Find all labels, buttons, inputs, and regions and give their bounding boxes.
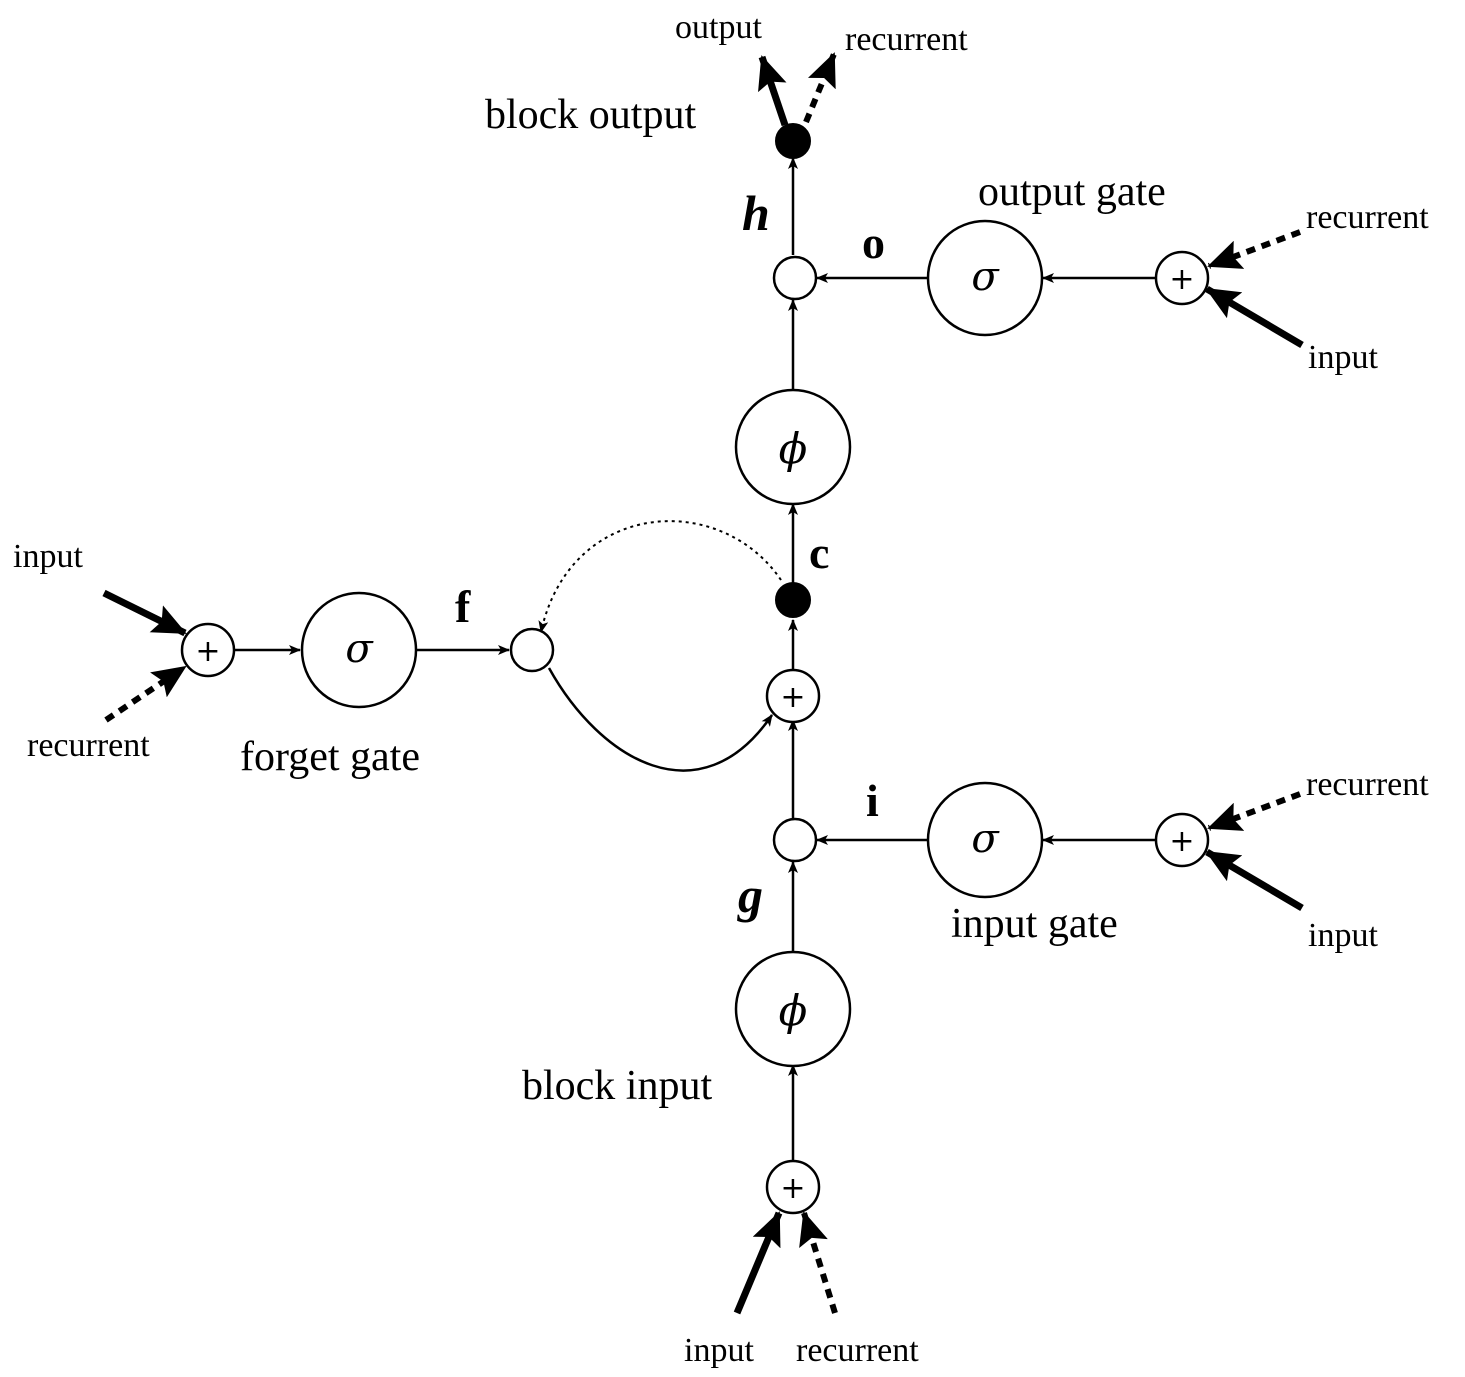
edge-forget-mult-to-cell-sum — [547, 667, 774, 772]
input-gate-node — [926, 781, 1044, 899]
var-f: f — [455, 581, 471, 632]
label-fg-input: input — [13, 538, 83, 575]
forget-gate-sigma: σ — [345, 626, 374, 672]
forget-gate-node — [300, 591, 418, 709]
label-top-output: output — [675, 9, 762, 46]
arrow-ig-recurrent — [1207, 791, 1302, 831]
fg-sum-plus: + — [195, 634, 220, 669]
og-sum-plus: + — [1169, 262, 1194, 297]
arrow-og-input — [1205, 285, 1304, 349]
bi-sum-node — [765, 1159, 821, 1215]
label-ig-recurrent: recurrent — [1306, 766, 1429, 803]
var-h: h — [742, 185, 770, 241]
fg-sum-node — [180, 622, 236, 678]
label-output-gate: output gate — [978, 169, 1166, 215]
input-gate-sigma: σ — [971, 816, 1000, 862]
output-activation-node — [734, 388, 852, 506]
arrow-bi-input — [733, 1211, 783, 1315]
arrow-ig-input — [1205, 848, 1304, 912]
var-c: c — [809, 527, 829, 578]
cell-sum-node — [765, 668, 821, 724]
output-activation-phi: ϕ — [779, 424, 808, 473]
ig-sum-node — [1154, 812, 1210, 868]
arrow-bi-recurrent — [799, 1211, 838, 1314]
cell-sum-plus: + — [780, 680, 805, 715]
var-i: i — [866, 775, 879, 826]
arrow-og-recurrent — [1207, 229, 1302, 269]
arrow-block-recurrent — [803, 52, 837, 124]
block-input-node — [734, 950, 852, 1068]
cell-state-node — [775, 582, 811, 618]
label-og-input: input — [1308, 339, 1378, 376]
label-top-recurrent: recurrent — [845, 21, 968, 58]
output-gate-sigma: σ — [971, 254, 1000, 300]
block-output-node — [775, 123, 811, 159]
arrow-fg-recurrent — [104, 664, 187, 723]
var-g: g — [737, 867, 763, 923]
label-og-recurrent: recurrent — [1306, 199, 1429, 236]
label-ig-input: input — [1308, 917, 1378, 954]
label-block-input: block input — [522, 1063, 712, 1109]
output-gate-node — [926, 219, 1044, 337]
block-input-phi: ϕ — [779, 986, 808, 1035]
output-mult-node — [772, 255, 818, 301]
bi-sum-plus: + — [780, 1171, 805, 1206]
label-bi-input: input — [684, 1332, 754, 1369]
label-input-gate: input gate — [951, 901, 1118, 947]
forget-mult-node — [509, 627, 555, 673]
arrow-block-output — [758, 55, 789, 127]
og-sum-node — [1154, 250, 1210, 306]
label-bi-recurrent: recurrent — [796, 1332, 919, 1369]
edge-cell-recurrence — [538, 520, 782, 633]
label-fg-recurrent: recurrent — [27, 727, 150, 764]
label-forget-gate: forget gate — [240, 734, 420, 780]
input-mult-node — [772, 817, 818, 863]
var-o: o — [862, 217, 885, 268]
arrow-fg-input — [102, 589, 187, 637]
ig-sum-plus: + — [1169, 824, 1194, 859]
label-block-output: block output — [485, 92, 696, 138]
